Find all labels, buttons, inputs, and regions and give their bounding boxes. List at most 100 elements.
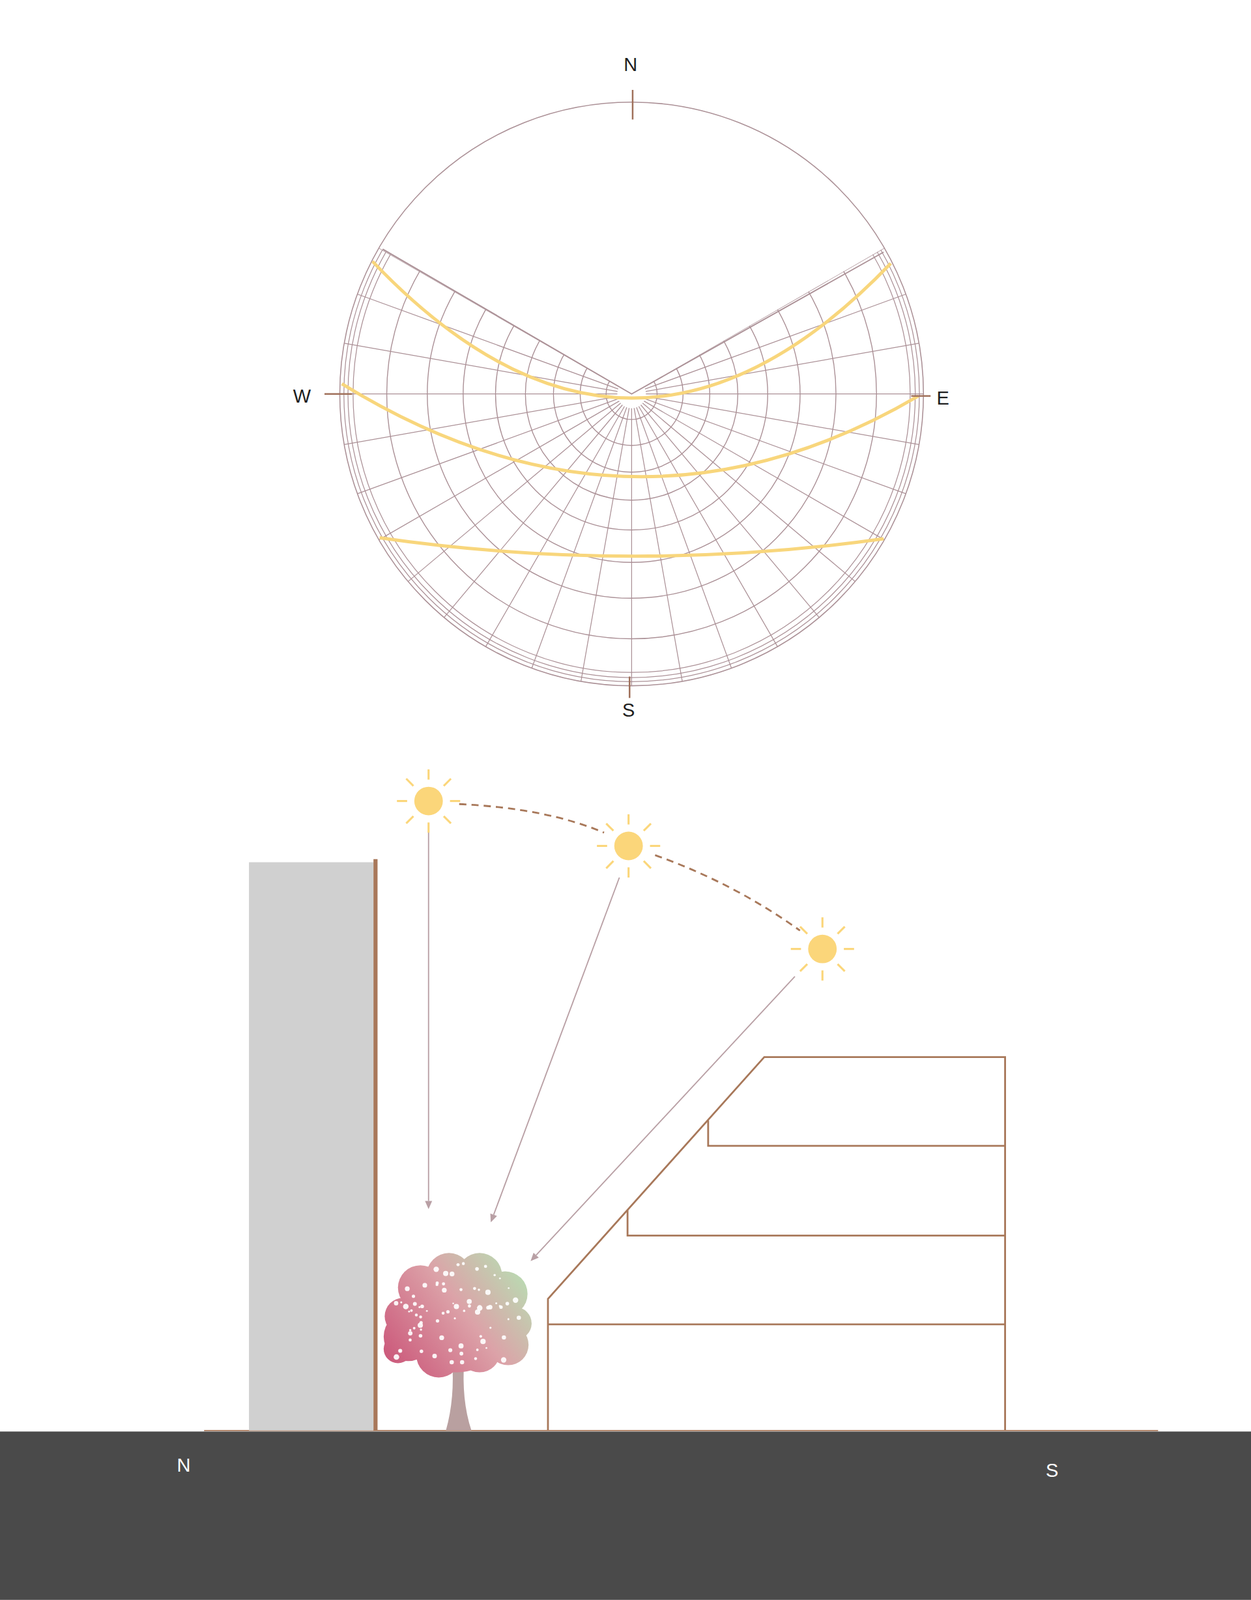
blossom-dot — [426, 1310, 429, 1313]
sun-ray-mark — [837, 926, 846, 934]
orientation-label: S — [1045, 1460, 1059, 1480]
blossom-dot — [418, 1306, 421, 1309]
azimuth-line — [581, 407, 630, 681]
sun-ray-mark — [627, 867, 630, 878]
floor-line — [547, 1323, 1006, 1326]
north-building — [248, 862, 374, 1431]
blossom-dot — [433, 1266, 439, 1272]
sun-ray-mark — [405, 778, 414, 786]
chart-grid — [340, 102, 924, 687]
sun-symbol — [396, 769, 461, 833]
blossom-dot — [413, 1327, 416, 1330]
sun-symbol — [790, 917, 855, 981]
azimuth-line — [645, 398, 906, 494]
blossom-dot — [495, 1302, 498, 1305]
blossom-dot — [407, 1310, 410, 1313]
blossom-dot — [485, 1290, 491, 1296]
blossom-dot — [394, 1301, 399, 1306]
blossom-dot — [435, 1283, 438, 1287]
blossom-dot — [441, 1288, 447, 1293]
azimuth-line — [643, 248, 885, 388]
azimuth-line — [340, 393, 618, 395]
blossom-dot — [418, 1315, 423, 1319]
sun-ray-mark — [605, 823, 614, 831]
blossom-dot — [413, 1302, 417, 1307]
sun-ray-mark — [643, 823, 651, 831]
blossom-dot — [439, 1335, 444, 1341]
blossom-dot — [419, 1350, 423, 1354]
azimuth-line — [638, 406, 778, 648]
blossom-dot — [415, 1313, 418, 1317]
blossom-dot — [441, 1282, 446, 1286]
azimuth-line — [344, 396, 618, 446]
sun-path-curve — [372, 261, 892, 399]
blossom-dot — [499, 1305, 502, 1308]
azimuth-line — [485, 141, 625, 382]
blossom-dot — [409, 1329, 412, 1332]
blossom-dot — [460, 1360, 464, 1365]
ground — [0, 1431, 1251, 1600]
sun-ray-mark — [627, 814, 630, 825]
sun-ray-mark — [450, 800, 461, 803]
blossom-dot — [499, 1277, 502, 1280]
blossom-dot — [474, 1267, 479, 1272]
blossom-dot — [505, 1301, 510, 1306]
sun-path-curve — [342, 383, 919, 477]
blossom-dot — [489, 1326, 492, 1329]
blossom-dot — [474, 1357, 478, 1361]
boundary-lines — [382, 248, 884, 394]
blossom-dot — [420, 1304, 425, 1309]
sun-ray-mark — [405, 816, 414, 824]
azimuth-line — [357, 294, 619, 390]
blossom-dot — [393, 1354, 400, 1361]
compass-label: E — [936, 388, 949, 408]
azimuth-line — [636, 119, 732, 381]
blossom-dot — [417, 1322, 423, 1328]
sun-symbol — [596, 814, 661, 878]
orientation-label: N — [176, 1455, 191, 1475]
azimuth-line — [407, 206, 621, 386]
azimuth-line — [581, 106, 630, 380]
sun-ray-mark — [821, 970, 824, 982]
blossom-dot — [476, 1305, 483, 1311]
compass-tick — [324, 392, 352, 395]
blossom-dot — [446, 1310, 450, 1314]
sun-ray — [428, 832, 430, 1202]
sun-ray-mark — [800, 964, 808, 972]
blossom-dot — [479, 1335, 483, 1338]
azimuth-line — [485, 406, 625, 648]
blossom-dot — [463, 1309, 466, 1313]
building-facade — [373, 859, 378, 1431]
sun-ray-mark — [843, 948, 855, 950]
stepped-building — [547, 1057, 1006, 1431]
blossom-dot — [466, 1299, 472, 1305]
blossom-dot — [453, 1303, 459, 1309]
blossom-dot — [398, 1350, 401, 1352]
tree-crown — [383, 1335, 413, 1364]
sun-ray — [493, 877, 620, 1216]
sun-trajectory — [459, 804, 801, 931]
sun-ray-mark — [427, 822, 430, 833]
sun-ray-mark — [790, 948, 802, 950]
azimuth-line — [531, 119, 627, 381]
compass-tick — [910, 395, 931, 398]
sun-path-curve — [379, 538, 885, 557]
sun-rays — [424, 832, 795, 1262]
blossom-dot — [499, 1305, 503, 1309]
sun-ray-mark — [605, 861, 614, 869]
azimuth-line — [643, 401, 885, 541]
blossom-dot — [407, 1331, 413, 1336]
blossom-dot — [452, 1303, 455, 1306]
compass-tick — [632, 89, 634, 120]
azimuth-line — [645, 294, 906, 390]
blossom-dot — [459, 1288, 463, 1292]
blossom-dot — [409, 1309, 413, 1313]
blossom-dot — [493, 1273, 496, 1277]
sun-path-chart — [324, 89, 931, 698]
azimuth-line — [631, 102, 633, 380]
blossom-dot — [484, 1265, 488, 1269]
azimuth-line — [645, 393, 924, 395]
sun-ray-mark — [821, 917, 824, 928]
blossom-dot — [485, 1347, 488, 1350]
